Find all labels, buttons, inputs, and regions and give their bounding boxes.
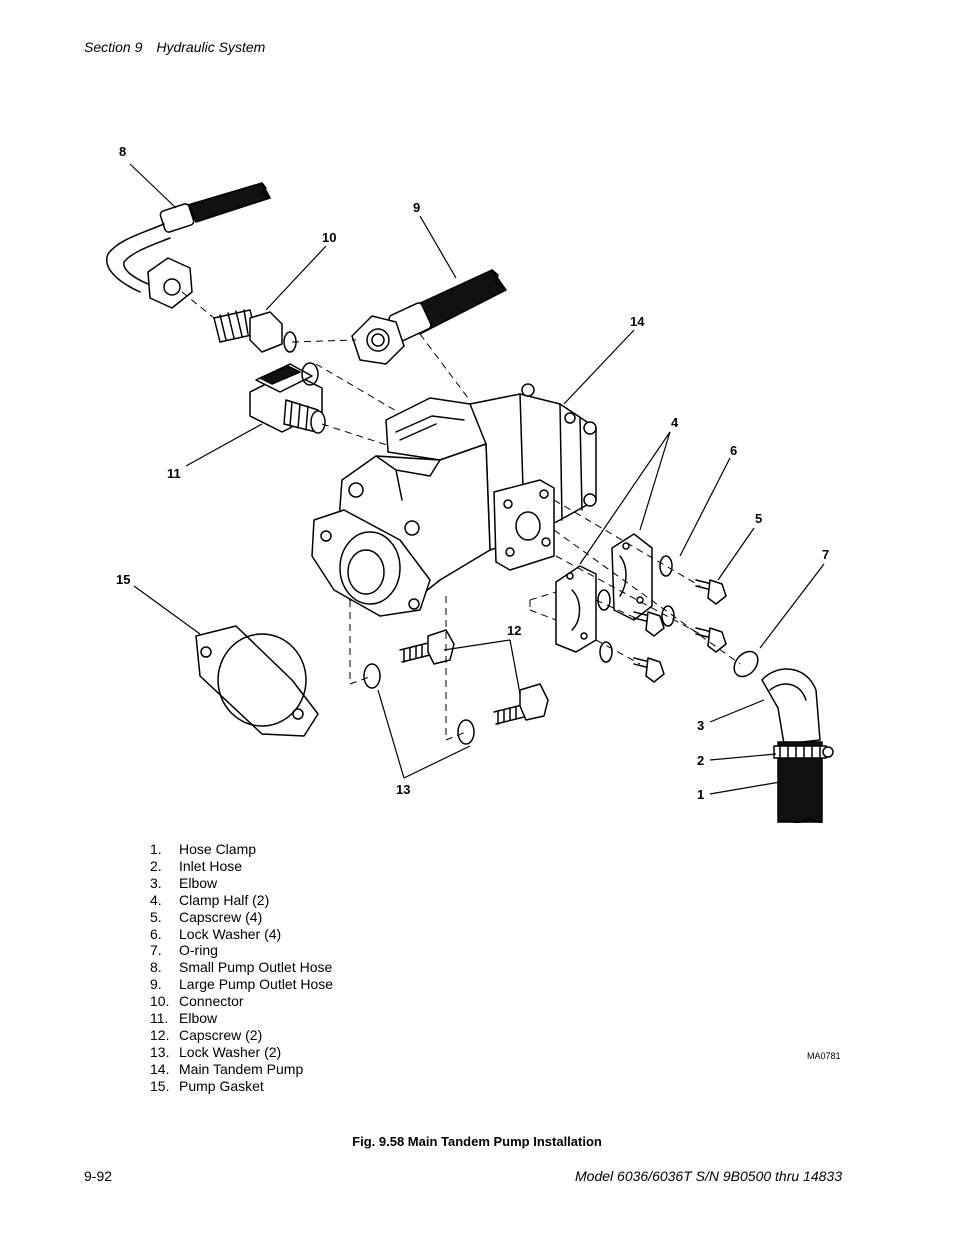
legend-label: Elbow [179,1010,218,1027]
legend-number: 1. [150,841,162,857]
legend-label: Lock Washer (2) [179,1043,282,1060]
legend-label: Capscrew (4) [179,908,263,925]
clamp-halves [555,533,653,653]
callout-1: 1 [697,787,705,802]
callout-9: 9 [413,200,421,215]
legend-label: Inlet Hose [179,857,243,874]
legend-number: 6. [150,925,162,942]
legend-number: 13. [150,1043,170,1060]
drawing-id: MA0781 [807,1051,841,1061]
callout-15: 15 [116,572,131,587]
callout-11: 11 [167,466,181,481]
page-header: Section 9 Hydraulic System [84,39,265,55]
legend-label: Pump Gasket [179,1077,264,1094]
legend-item: 3. Elbow [150,875,333,892]
capscrews [633,579,727,683]
legend-label: Elbow [179,874,218,891]
legend-item: 11. Elbow [150,1010,333,1027]
inlet-elbow-hose-clamp [761,668,834,824]
callout-12: 12 [507,623,522,638]
connector [213,309,297,353]
legend-item: 12. Capscrew (2) [150,1027,333,1044]
legend-number: 15. [150,1077,170,1094]
page-number: 9-92 [84,1168,113,1184]
legend-item: 5. Capscrew (4) [150,909,333,926]
section-title: Hydraulic System [156,39,266,55]
main-tandem-pump [311,383,597,617]
callout-2: 2 [697,753,705,768]
callout-3: 3 [697,718,705,733]
legend-item: 1. Hose Clamp [150,841,333,858]
section-number: Section 9 [84,39,143,55]
legend-label: Large Pump Outlet Hose [179,976,334,993]
legend-item: 9. Large Pump Outlet Hose [150,976,333,993]
lock-washers [597,555,675,663]
legend-item: 13. Lock Washer (2) [150,1044,333,1061]
legend-label: Clamp Half (2) [179,891,270,908]
legend-label: Hose Clamp [179,841,257,857]
figure-caption: Fig. 9.58 Main Tandem Pump Installation [352,1134,602,1149]
o-ring [733,650,759,678]
legend-label: Small Pump Outlet Hose [179,959,333,976]
legend-item: 2. Inlet Hose [150,858,333,875]
legend-number: 2. [150,857,162,874]
legend-number: 10. [150,993,170,1010]
legend-item: 14. Main Tandem Pump [150,1061,333,1078]
callout-13: 13 [396,782,411,797]
callout-5: 5 [755,511,763,526]
legend-item: 8. Small Pump Outlet Hose [150,959,333,976]
legend-item: 15. Pump Gasket [150,1078,333,1095]
callout-14: 14 [630,314,645,329]
legend-label: Connector [179,993,244,1010]
parts-legend: 1. Hose Clamp 2. Inlet Hose 3. Elbow 4. Clam… [150,841,333,1095]
callout-4: 4 [671,415,679,430]
gasket-capscrews [399,629,549,725]
legend-number: 3. [150,874,162,891]
model-info: Model 6036/6036T S/N 9B0500 thru 14833 [575,1168,842,1184]
legend-label: Main Tandem Pump [179,1060,304,1077]
pump-gasket [195,625,319,737]
callout-10: 10 [322,230,337,245]
legend-item: 4. Clamp Half (2) [150,892,333,909]
legend-item: 6. Lock Washer (4) [150,926,333,943]
legend-number: 14. [150,1060,170,1077]
legend-number: 12. [150,1026,170,1043]
legend-label: O-ring [179,942,218,959]
large-pump-outlet-hose [351,269,507,365]
callout-8: 8 [119,144,127,159]
legend-number: 4. [150,891,162,908]
legend-label: Capscrew (2) [179,1026,263,1043]
callout-6: 6 [730,443,738,458]
legend-label: Lock Washer (4) [179,925,282,942]
legend-item: 7. O-ring [150,942,333,959]
legend-item: 10. Connector [150,993,333,1010]
legend-number: 5. [150,908,162,925]
legend-number: 11. [150,1010,169,1027]
legend-number: 9. [150,976,162,993]
elbow-fitting [249,362,326,434]
callout-7: 7 [822,547,830,562]
small-pump-outlet-hose [106,182,271,309]
legend-number: 8. [150,959,162,976]
legend-number: 7. [150,942,162,959]
gasket-lock-washers [363,663,475,745]
